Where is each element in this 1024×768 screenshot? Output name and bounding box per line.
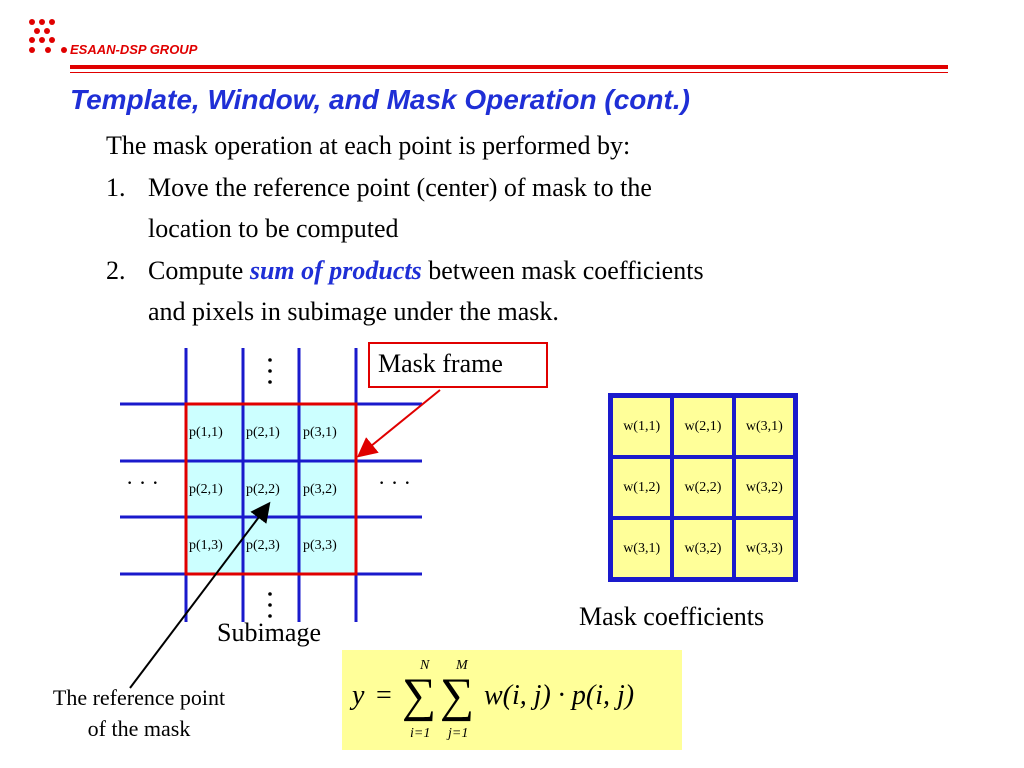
slide-title: Template, Window, and Mask Operation (co… (70, 84, 690, 115)
formula-box: y = N ∑ i=1 M ∑ j=1 w(i, j) · p(i, j) (342, 650, 682, 750)
mask-region (186, 404, 356, 574)
logo-dots-icon (29, 19, 67, 53)
mask-coefficients-caption: Mask coefficients (579, 602, 765, 631)
header-rule (70, 65, 948, 69)
mask-frame-label: Mask frame (378, 349, 503, 378)
mask-frame-callout: Mask frame (368, 342, 548, 388)
coefficient-cell: w(1,2) (611, 457, 673, 518)
mask-frame-outline (184, 402, 358, 576)
vertical-ellipsis-bottom (268, 592, 272, 618)
step2-line2: and pixels in subimage under the mask. (148, 297, 559, 326)
horizontal-ellipsis-left: · · · (126, 470, 159, 495)
reference-point-caption: The reference point of the mask (14, 682, 264, 744)
horizontal-ellipsis-right: · · · (378, 470, 411, 495)
subimage-cell: p(2,2) (246, 482, 280, 497)
coefficient-cell: w(3,2) (733, 457, 795, 518)
formula-equals: = (376, 680, 392, 711)
formula-body: w(i, j) · p(i, j) (484, 680, 635, 711)
step2-line1: Compute sum of products between mask coe… (148, 256, 704, 286)
coefficient-cell: w(3,1) (611, 518, 673, 579)
coefficient-cell: w(2,1) (672, 396, 734, 457)
step1-line1: Move the reference point (center) of mas… (148, 173, 652, 202)
org-name: ESAAN-DSP GROUP (70, 42, 198, 57)
subimage-cell: p(3,3) (303, 538, 337, 553)
sum2-sigma: ∑ (440, 669, 475, 722)
coefficient-cell: w(3,3) (733, 518, 795, 579)
reference-line1: The reference point (52, 685, 226, 710)
sum2-upper: M (456, 658, 468, 673)
subimage-cell: p(1,3) (189, 538, 223, 553)
reference-point-arrow (129, 501, 271, 689)
subimage-caption: Subimage (217, 618, 321, 647)
intro-text: The mask operation at each point is perf… (106, 131, 631, 160)
mask-frame-arrow (356, 389, 441, 458)
step1-line2: location to be computed (148, 214, 399, 243)
step1-number: 1. (106, 173, 126, 202)
sum1-upper: N (420, 658, 430, 673)
coefficient-cell: w(3,2) (672, 518, 734, 579)
coefficient-cell: w(2,2) (672, 457, 734, 518)
step2-emphasis: sum of products (249, 256, 422, 285)
sum2-lower: j=1 (448, 726, 469, 741)
formula-y: y (352, 680, 365, 711)
coefficient-cell: w(3,1) (733, 396, 795, 457)
step2-pre: Compute (148, 256, 250, 285)
sum1-lower: i=1 (410, 726, 431, 741)
step2-number: 2. (106, 256, 126, 285)
subimage-cell: p(3,2) (303, 482, 337, 497)
reference-line2: of the mask (87, 716, 191, 741)
subimage-cell: p(2,1) (246, 425, 280, 440)
header-rule-thin (70, 72, 948, 73)
step2-post: between mask coefficients (421, 256, 704, 285)
subimage-cell: p(1,1) (189, 425, 223, 440)
sum1-sigma: ∑ (402, 669, 437, 722)
subimage-cell: p(2,3) (246, 538, 280, 553)
coefficient-cell: w(1,1) (611, 396, 673, 457)
mask-coefficients-grid: w(1,1) w(2,1) w(3,1) w(1,2) w(2,2) w(3,2… (608, 393, 798, 582)
subimage-cell: p(2,1) (189, 482, 223, 497)
vertical-ellipsis-top (268, 358, 272, 384)
subimage-cell: p(3,1) (303, 425, 337, 440)
